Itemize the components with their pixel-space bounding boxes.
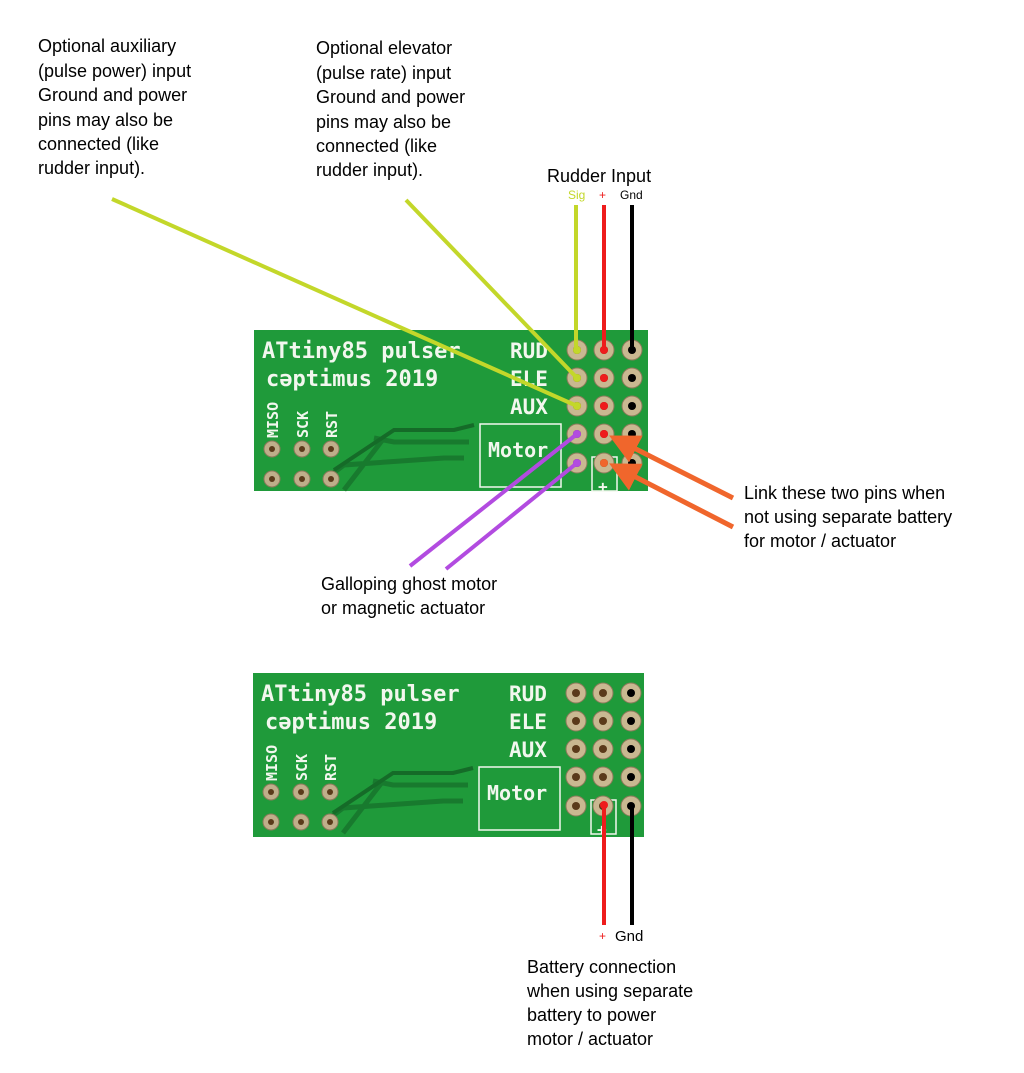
link-arrow-2 <box>609 463 735 530</box>
svg-text:(pulse power) input: (pulse power) input <box>38 61 191 81</box>
svg-text:for motor / actuator: for motor / actuator <box>744 531 896 551</box>
svg-text:Rudder Input: Rudder Input <box>547 166 651 186</box>
svg-text:when using separate: when using separate <box>526 981 693 1001</box>
motor-label: Motor <box>488 438 548 462</box>
isp-label-miso: MISO <box>263 745 281 781</box>
svg-text:battery to power: battery to power <box>527 1005 656 1025</box>
rudder-input-note: Rudder Input Sig + Gnd <box>547 166 651 202</box>
battery-note: + Gnd Battery connection when using sepa… <box>526 928 693 1049</box>
motor-wire-2 <box>444 461 579 571</box>
isp-label-miso: MISO <box>264 402 282 438</box>
board-subtitle: cəptimus 2019 <box>265 710 437 735</box>
wires-top <box>111 197 735 571</box>
board-title: ATtiny85 pulser <box>262 339 461 364</box>
link-arrow-1 <box>609 435 735 501</box>
aux-wire <box>111 197 578 408</box>
svg-text:(pulse rate) input: (pulse rate) input <box>316 63 451 83</box>
board-subtitle: cəptimus 2019 <box>266 367 438 392</box>
svg-text:Ground and power: Ground and power <box>316 87 465 107</box>
pin-label-aux: AUX <box>509 738 547 762</box>
svg-text:Ground and power: Ground and power <box>38 85 187 105</box>
svg-text:Optional auxiliary: Optional auxiliary <box>38 36 176 56</box>
plus-mark: + <box>598 477 608 496</box>
svg-text:motor / actuator: motor / actuator <box>527 1029 653 1049</box>
isp-label-rst: RST <box>322 754 340 781</box>
motor-note: Galloping ghost motor or magnetic actuat… <box>321 574 497 618</box>
svg-text:pins may also be: pins may also be <box>316 112 451 132</box>
aux-input-note: Optional auxiliary (pulse power) input G… <box>38 36 191 178</box>
pin-label-aux: AUX <box>510 395 548 419</box>
link-pins-note: Link these two pins when not using separ… <box>744 483 952 551</box>
board-title: ATtiny85 pulser <box>261 682 460 707</box>
isp-label-sck: SCK <box>294 411 312 438</box>
svg-text:or magnetic actuator: or magnetic actuator <box>321 598 485 618</box>
motor-outline <box>478 766 561 831</box>
pcb-board-bottom: ATtiny85 pulser cəptimus 2019 RUD ELE AUX Mot… <box>253 673 644 839</box>
svg-text:connected (like: connected (like <box>316 136 437 156</box>
motor-label: Motor <box>487 781 547 805</box>
motor-wire-1 <box>408 432 579 568</box>
svg-text:Sig: Sig <box>568 188 585 202</box>
pcb-trace <box>332 423 475 472</box>
svg-text:rudder input).: rudder input). <box>38 158 145 178</box>
pin-label-ele: ELE <box>509 710 547 734</box>
isp-label-rst: RST <box>323 411 341 438</box>
svg-text:connected (like: connected (like <box>38 134 159 154</box>
ele-input-note: Optional elevator (pulse rate) input Gro… <box>316 38 465 180</box>
svg-text:Optional elevator: Optional elevator <box>316 38 452 58</box>
pcb-trace <box>331 766 474 815</box>
svg-text:+: + <box>599 929 606 943</box>
ele-wire <box>404 198 579 380</box>
svg-text:pins may also be: pins may also be <box>38 110 173 130</box>
motor-outline <box>479 423 562 488</box>
svg-text:rudder input).: rudder input). <box>316 160 423 180</box>
svg-text:Link these two pins when: Link these two pins when <box>744 483 945 503</box>
svg-text:not using separate battery: not using separate battery <box>744 507 952 527</box>
svg-text:Battery connection: Battery connection <box>527 957 676 977</box>
svg-text:Gnd: Gnd <box>615 928 643 945</box>
isp-label-sck: SCK <box>293 754 311 781</box>
svg-text:Galloping ghost motor: Galloping ghost motor <box>321 574 497 594</box>
pin-label-rud: RUD <box>509 682 547 706</box>
svg-text:+: + <box>599 188 606 202</box>
svg-text:Gnd: Gnd <box>620 188 643 202</box>
